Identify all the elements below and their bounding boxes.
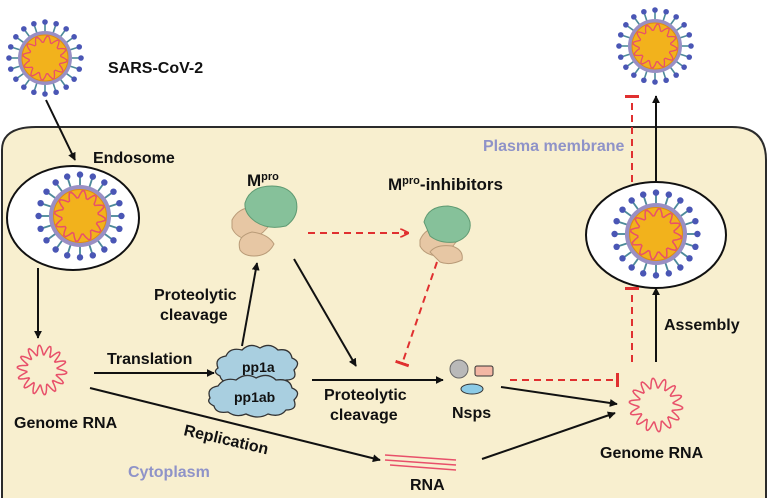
mpro-protein-structure — [231, 185, 298, 257]
nsp-pink-block — [474, 365, 494, 377]
arrow-virus-to-endosome — [45, 99, 76, 161]
label-genome-rna-right: Genome RNA — [600, 445, 704, 462]
label-pp1ab: pp1ab — [234, 389, 275, 405]
label-translation: Translation — [107, 351, 192, 368]
label-rna: RNA — [410, 477, 445, 494]
label-cleavage-lower: cleavage — [330, 407, 398, 424]
pp1ab-cloud — [208, 374, 299, 418]
label-endosome: Endosome — [93, 150, 175, 167]
label-genome-rna-left: Genome RNA — [14, 415, 118, 432]
label-cleavage-upper: cleavage — [160, 307, 228, 324]
label-cytoplasm: Cytoplasm — [128, 464, 210, 481]
label-proteolytic-lower: Proteolytic — [324, 387, 407, 404]
nsp-blue-ellipse — [460, 383, 484, 395]
arrow-cleavage-to-mpro — [241, 262, 260, 347]
arrow-replication — [89, 387, 381, 463]
arrow-mpro-to-cleavage — [293, 258, 357, 367]
virus-particle-released — [616, 7, 694, 85]
arrow-nsps-to-genome — [500, 386, 618, 407]
genome-rna-right-strand — [628, 377, 684, 433]
label-plasma-membrane: Plasma membrane — [483, 138, 625, 155]
label-assembly: Assembly — [664, 317, 740, 334]
nsp-gray-sphere — [449, 359, 469, 379]
inhibit-cleavage-bar — [395, 261, 438, 368]
inhibition-arrows — [308, 95, 639, 387]
label-proteolytic-upper: Proteolytic — [154, 287, 237, 304]
mpro-inhibitor-protein-structure — [419, 205, 471, 265]
label-sars-cov-2: SARS-CoV-2 — [108, 60, 203, 77]
cell-body — [1, 126, 767, 498]
process-arrows — [34, 95, 660, 463]
label-mpro: Mpro — [247, 171, 279, 190]
label-mpro-inhibitors: Mpro-inhibitors — [388, 175, 503, 194]
virus-particle-entering — [6, 19, 84, 97]
virus-particle-assembled — [611, 189, 701, 279]
genome-rna-left-strand — [16, 344, 68, 396]
replicated-rna-lines — [384, 454, 457, 471]
label-pp1a: pp1a — [242, 359, 275, 375]
virus-particle-endosome — [35, 171, 125, 261]
arrow-rna-to-genome — [481, 411, 616, 460]
label-nsps: Nsps — [452, 405, 491, 422]
